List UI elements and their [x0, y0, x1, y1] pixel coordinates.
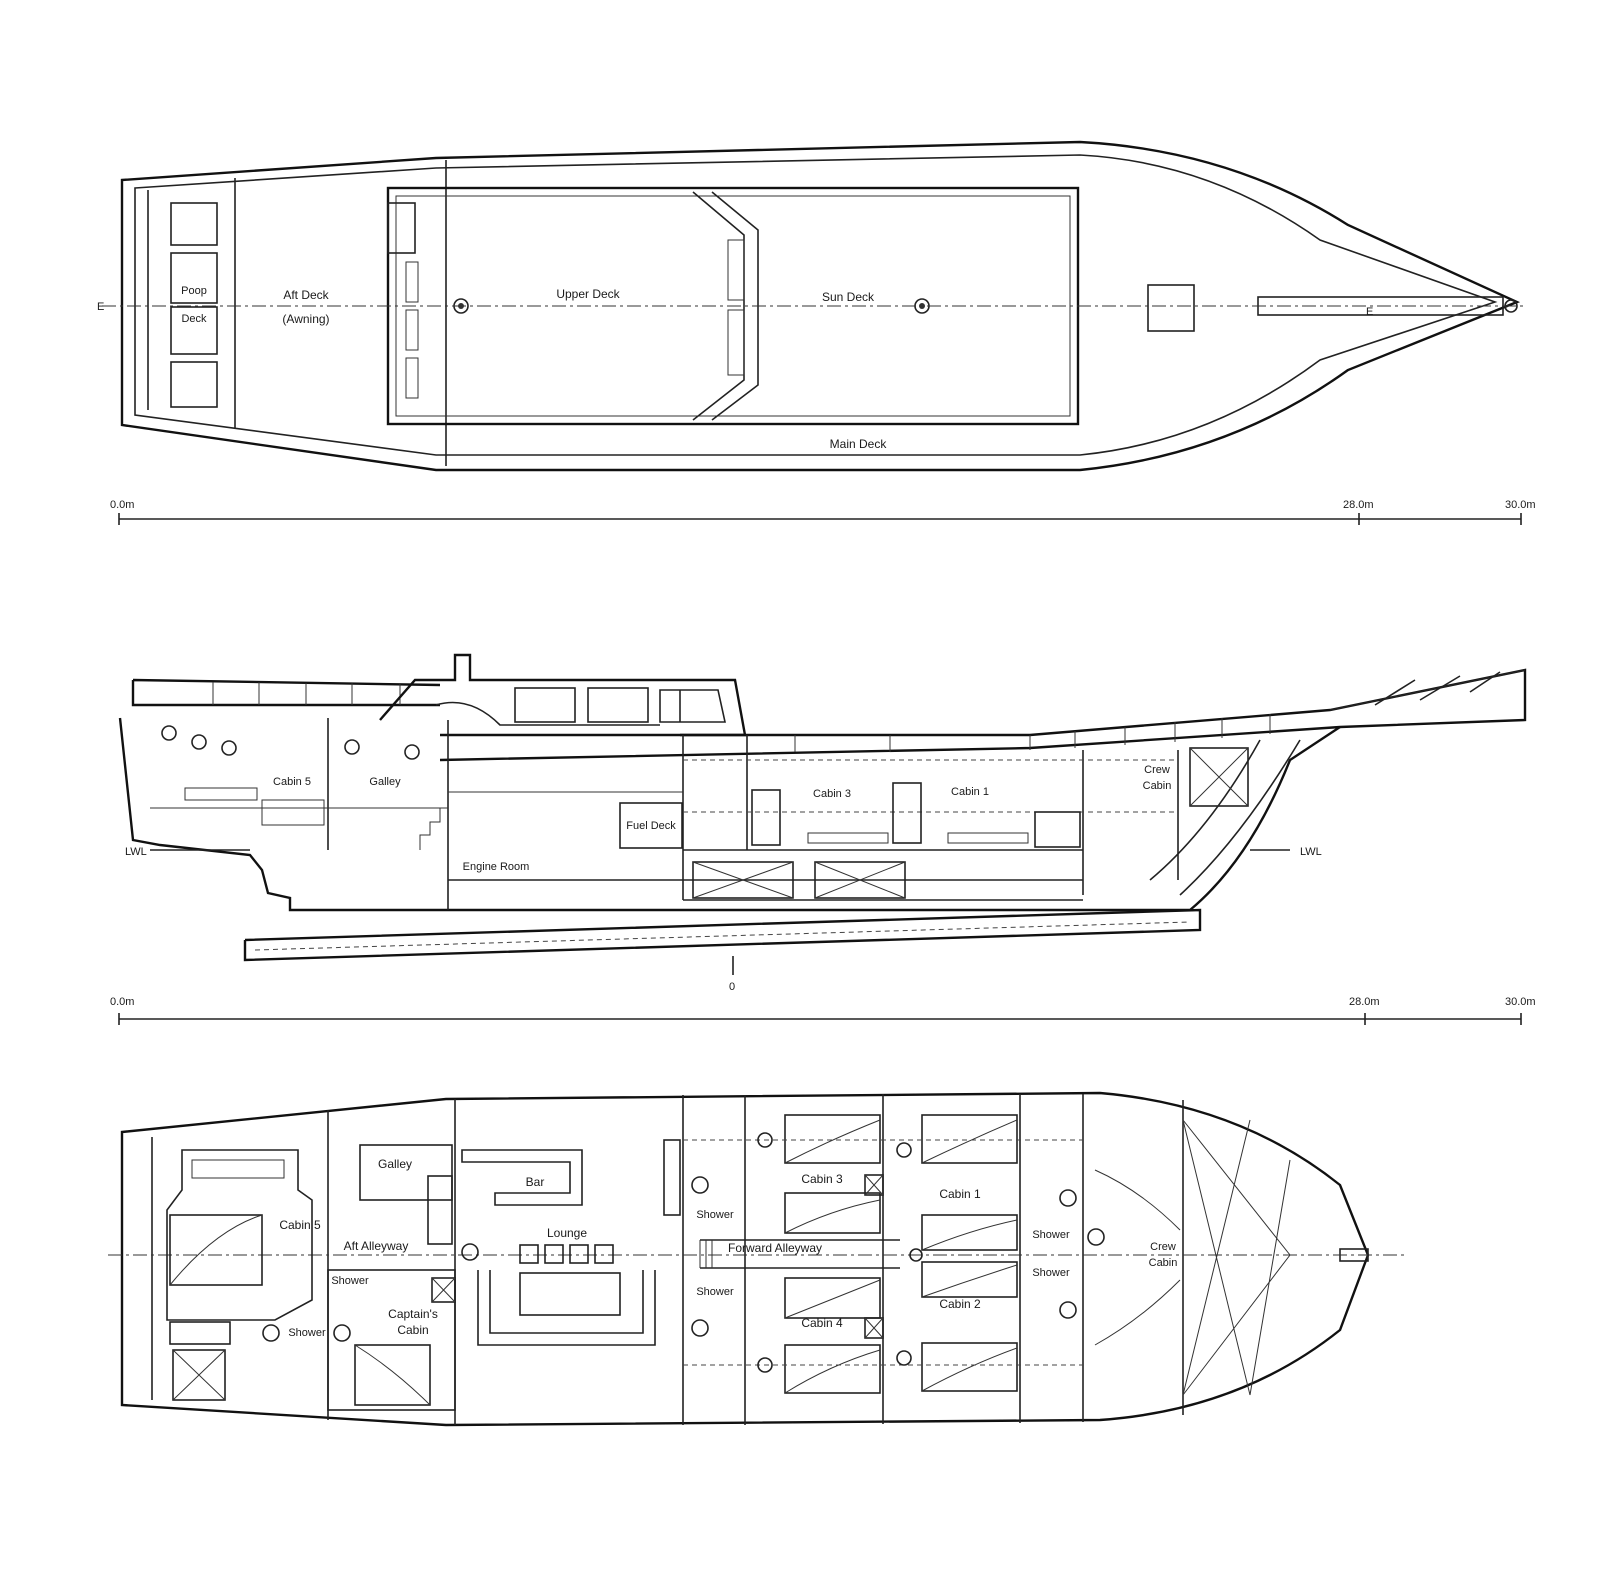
plan-stairs: [427, 1175, 453, 1245]
top-scale-start: 0.0m: [110, 499, 134, 511]
plan-shower-4: Shower: [696, 1286, 734, 1298]
forward-hatch: [1147, 284, 1195, 332]
plan-cabin-4-label: Cabin 4: [801, 1316, 843, 1330]
profile-scale-start: 0.0m: [110, 996, 134, 1008]
plan-hull-outline: [120, 1091, 1370, 1427]
plan-lounge-seats: [477, 1244, 656, 1346]
plan-crew-bunks: [1094, 1169, 1181, 1346]
profile-sheer-line: [439, 668, 1527, 762]
profile-keel: [243, 908, 1202, 962]
top-hull-outline: [120, 140, 1521, 472]
main-deck-label: Main Deck: [830, 437, 888, 451]
top-scale-mid: 28.0m: [1343, 499, 1374, 511]
plan-bar-counter: [461, 1149, 583, 1206]
profile-fuel-deck-label: Fuel Deck: [626, 820, 676, 832]
aft-deck-label: Aft Deck: [283, 288, 329, 302]
profile-cabin-5-label: Cabin 5: [273, 776, 311, 788]
plan-shower-5: Shower: [1032, 1229, 1070, 1241]
plan-bulkheads: [327, 1094, 1184, 1425]
plan-cabin-5-label: Cabin 5: [279, 1218, 321, 1232]
profile-engine-room-label: Engine Room: [463, 861, 530, 873]
plan-cabin-3-label: Cabin 3: [801, 1172, 843, 1186]
bow-jib-rig: [1329, 669, 1526, 711]
plan-shower-3: Shower: [696, 1209, 734, 1221]
lwl-fwd-label: LWL: [1300, 846, 1322, 858]
plan-cabin-5: [166, 1149, 313, 1401]
plan-cabin-2-label: Cabin 2: [939, 1297, 981, 1311]
plan-bow-void: [1182, 1119, 1291, 1396]
plan-galley-label: Galley: [378, 1157, 412, 1171]
plan-cabin-1-label: Cabin 1: [939, 1187, 981, 1201]
poop-deck-label-2: Deck: [181, 313, 207, 325]
profile-deckhouse: [379, 653, 747, 737]
profile-crew-label-1: Crew: [1144, 764, 1170, 776]
deckhouse-windows: [514, 687, 726, 723]
plan-fixtures: [262, 1132, 1105, 1373]
profile-scale-bar: 0.0m 28.0m 30.0m: [110, 996, 1536, 1025]
plan-forward-alleyway-label: Forward Alleyway: [728, 1241, 822, 1255]
aft-deck-awning-label: (Awning): [282, 312, 329, 326]
lwl-aft-label: LWL: [125, 846, 147, 858]
plan-forward-cabins: [784, 1114, 1018, 1394]
portholes: [161, 725, 420, 760]
top-bulwark-line: [134, 154, 1498, 456]
plan-view: Galley Bar Lounge Cabin 5 Aft Alleyway F…: [108, 1091, 1405, 1427]
plan-shower-2: Shower: [288, 1327, 326, 1339]
plan-forward-alleyway: [683, 1139, 1083, 1366]
plan-crew-label-1: Crew: [1150, 1241, 1176, 1253]
top-deck-view: E E Poop Deck Aft Deck (Awning) Upper De…: [97, 140, 1536, 525]
profile-keel-mark: 0: [729, 981, 735, 993]
plan-aft-alleyway-label: Aft Alleyway: [344, 1239, 409, 1253]
profile-crew-label-2: Cabin: [1143, 780, 1172, 792]
top-transom: [147, 178, 236, 428]
profile-scale-end: 30.0m: [1505, 996, 1536, 1008]
sun-deck-label: Sun Deck: [822, 290, 875, 304]
plan-crew-label-2: Cabin: [1149, 1257, 1178, 1269]
profile-aft-rail: [131, 678, 441, 707]
wheelhouse-outline: [692, 191, 759, 421]
plan-lounge-label: Lounge: [547, 1226, 587, 1240]
profile-hull: [118, 717, 1341, 912]
profile-cabin-3-label: Cabin 3: [813, 788, 851, 800]
plan-captains-label-2: Cabin: [397, 1323, 428, 1337]
poop-deck-label-1: Poop: [181, 285, 207, 297]
plan-bar-cabinet: [663, 1139, 681, 1216]
top-scale-end: 30.0m: [1505, 499, 1536, 511]
plan-shower-6: Shower: [1032, 1267, 1070, 1279]
waterline-marks: LWL LWL: [125, 846, 1322, 858]
plan-bar-label: Bar: [526, 1175, 545, 1189]
top-centerline-mark-aft: E: [97, 301, 104, 313]
plan-galley-counter: [359, 1144, 453, 1201]
profile-scale-mid: 28.0m: [1349, 996, 1380, 1008]
profile-cabin-1-label: Cabin 1: [951, 786, 989, 798]
profile-view: LWL LWL Cabin 5 Galley Cabin 3 Cabin 1 C…: [110, 653, 1536, 1025]
top-centerline-mark-fwd: E: [1366, 306, 1373, 318]
companionway-hatch: [387, 202, 416, 254]
poop-deck-hatches: [170, 202, 218, 408]
profile-galley-label: Galley: [369, 776, 401, 788]
top-scale-bar: 0.0m 28.0m 30.0m: [110, 499, 1536, 525]
plan-captains-cabin: [327, 1269, 456, 1411]
profile-compartments: [150, 718, 1249, 910]
plan-shower-1: Shower: [331, 1275, 369, 1287]
plan-captains-label-1: Captain's: [388, 1307, 438, 1321]
upper-deck-label: Upper Deck: [556, 287, 620, 301]
